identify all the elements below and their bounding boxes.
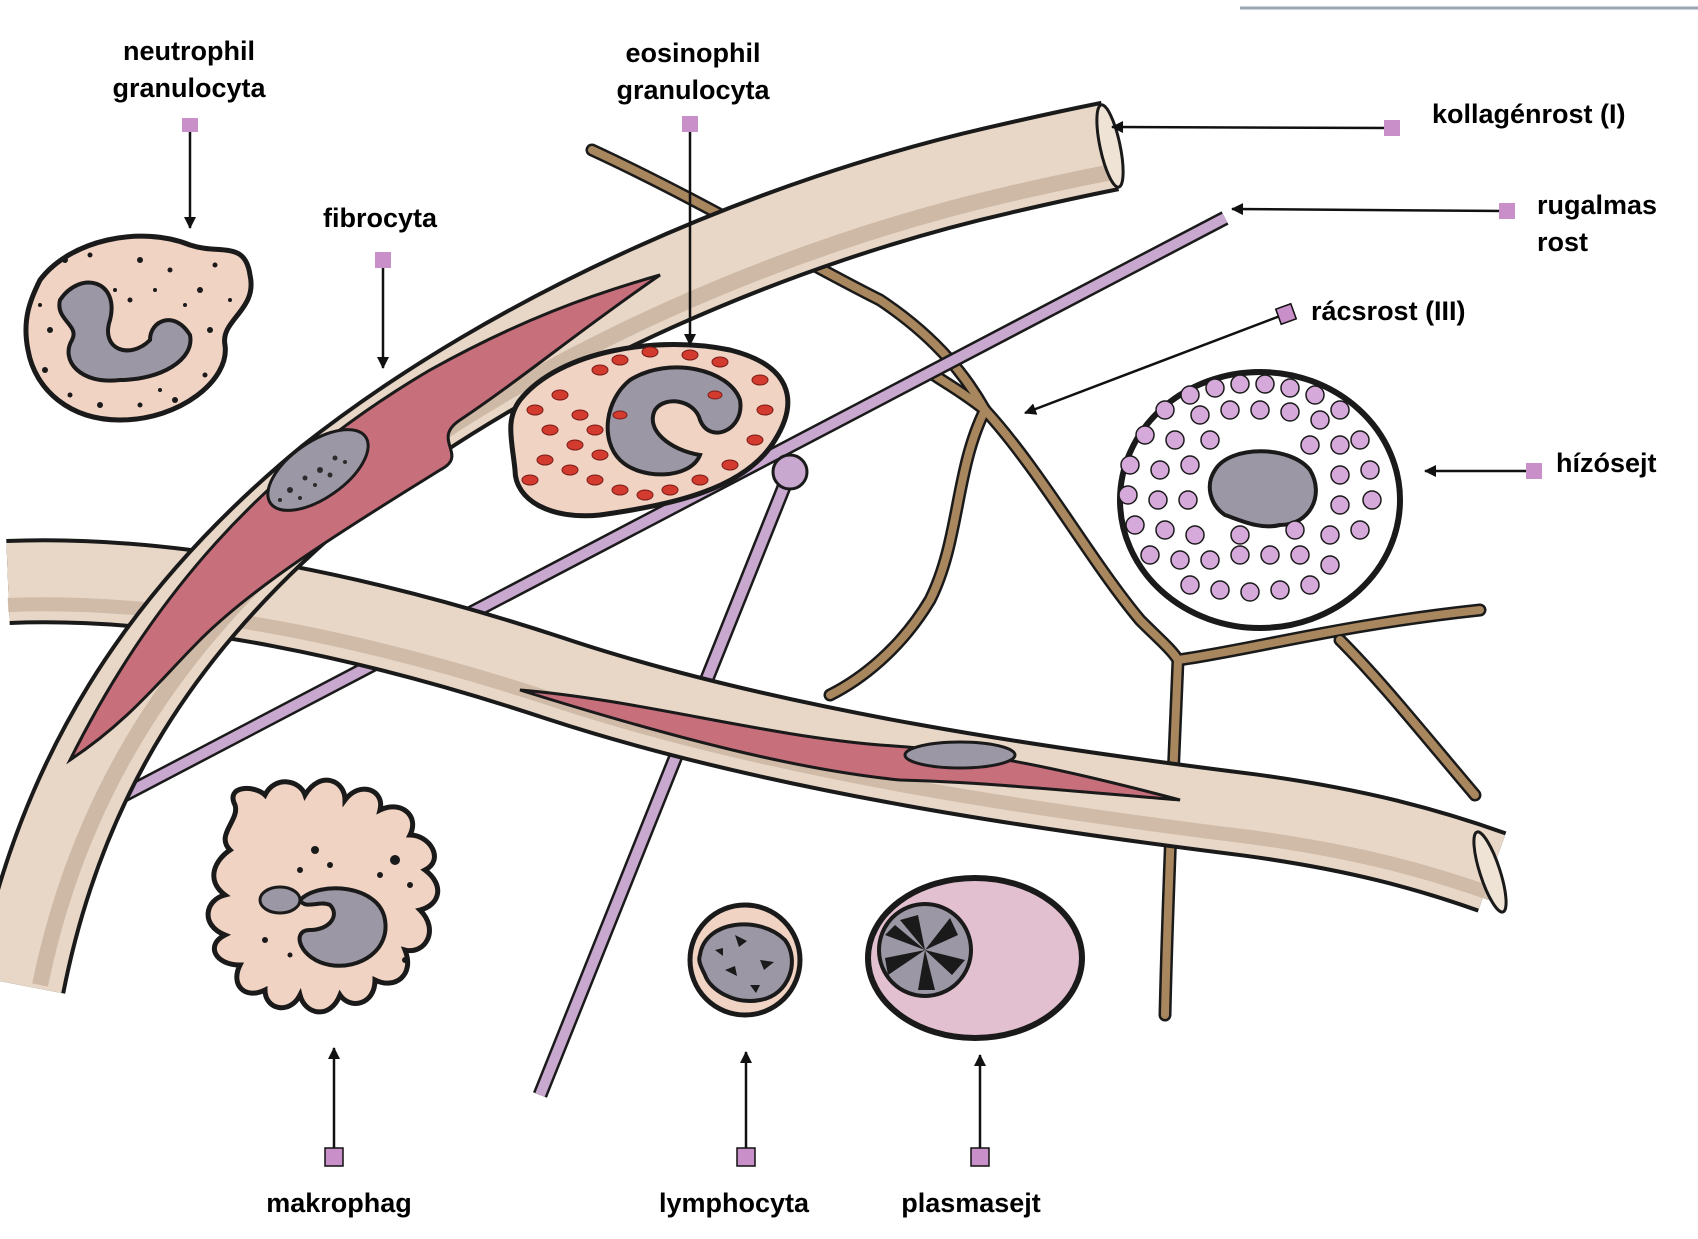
marker-kollagen bbox=[1384, 120, 1400, 136]
label-kollagen-text: kollagénrost (I) bbox=[1432, 96, 1626, 133]
label-rugalmas-line2: rost bbox=[1537, 224, 1657, 261]
label-neutrophil-line1: neutrophil bbox=[112, 33, 265, 70]
label-plasmasejt-text: plasmasejt bbox=[901, 1185, 1041, 1222]
label-plasmasejt: plasmasejt bbox=[901, 1185, 1041, 1222]
label-makrophag: makrophag bbox=[266, 1185, 412, 1222]
lymphocyte-cell bbox=[690, 905, 800, 1015]
marker-plasmasejt bbox=[971, 1148, 989, 1166]
label-neutrophil: neutrophil granulocyta bbox=[112, 33, 265, 107]
label-eosinophil: eosinophil granulocyta bbox=[616, 35, 769, 109]
marker-rugalmas bbox=[1499, 203, 1515, 219]
marker-eosinophil bbox=[682, 116, 698, 132]
marker-makrophag bbox=[325, 1148, 343, 1166]
label-hizosejt: hízósejt bbox=[1556, 445, 1657, 482]
label-rugalmas: rugalmas rost bbox=[1537, 187, 1657, 261]
label-fibrocyta-text: fibrocyta bbox=[323, 200, 437, 237]
plasma-cell bbox=[868, 878, 1082, 1038]
label-lymphocyta: lymphocyta bbox=[659, 1185, 809, 1222]
label-eosinophil-line2: granulocyta bbox=[616, 72, 769, 109]
label-neutrophil-line2: granulocyta bbox=[112, 70, 265, 107]
neutrophil-cell bbox=[26, 236, 251, 420]
marker-lymphocyta bbox=[737, 1148, 755, 1166]
marker-fibrocyta bbox=[375, 252, 391, 268]
mast-cell bbox=[1119, 372, 1400, 628]
label-lymphocyta-text: lymphocyta bbox=[659, 1185, 809, 1222]
label-kollagen: kollagénrost (I) bbox=[1432, 96, 1626, 133]
label-eosinophil-line1: eosinophil bbox=[616, 35, 769, 72]
marker-racsrost bbox=[1276, 304, 1297, 325]
macrophage-cell bbox=[208, 780, 438, 1012]
marker-hizosejt bbox=[1526, 463, 1542, 479]
label-fibrocyta: fibrocyta bbox=[323, 200, 437, 237]
label-hizosejt-text: hízósejt bbox=[1556, 445, 1657, 482]
label-racsrost-text: rácsrost (III) bbox=[1311, 293, 1466, 330]
marker-neutrophil bbox=[182, 118, 198, 132]
label-racsrost: rácsrost (III) bbox=[1311, 293, 1466, 330]
label-rugalmas-line1: rugalmas bbox=[1537, 187, 1657, 224]
label-makrophag-text: makrophag bbox=[266, 1185, 412, 1222]
